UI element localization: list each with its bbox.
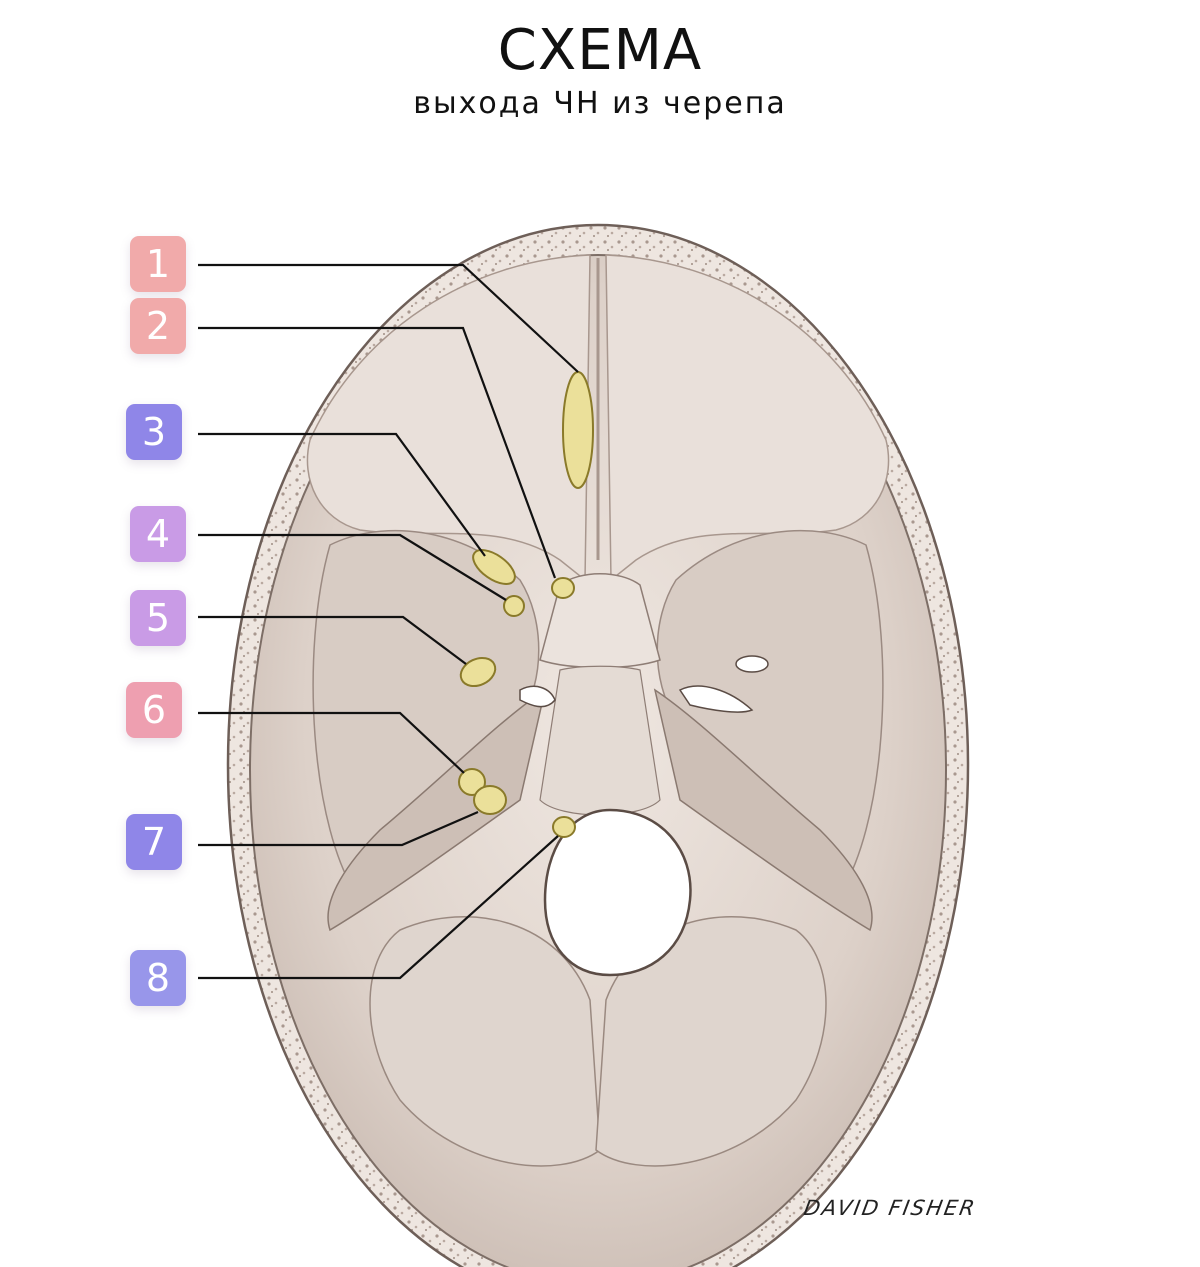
petrous-ridge-right: [653, 688, 873, 932]
label-number: 1: [145, 242, 171, 286]
leader-line-3: [198, 432, 486, 557]
label-number: 7: [141, 820, 167, 864]
label-tile-5[interactable]: 5: [130, 590, 186, 646]
leader-line-7: [198, 810, 479, 847]
label-tile-2[interactable]: 2: [130, 298, 186, 354]
opening-2-optic: [551, 577, 575, 599]
label-number: 6: [141, 688, 167, 732]
opening-6-internal-acoustic: [458, 768, 486, 796]
label-tile-1[interactable]: 1: [130, 236, 186, 292]
leader-line-8: [198, 835, 559, 980]
anterior-fossa-left: [306, 254, 591, 582]
label-tile-7[interactable]: 7: [126, 814, 188, 876]
leader-line-4: [198, 533, 507, 601]
posterior-fossa-left: [369, 916, 601, 1167]
right-foramen-lacerum: [678, 685, 754, 713]
opening-1-cribriform: [562, 371, 594, 489]
label-tile-6[interactable]: 6: [126, 682, 188, 744]
label-number: 8: [145, 956, 171, 1000]
foramen-magnum: [543, 808, 692, 977]
label-number: 4: [145, 512, 171, 556]
label-tile-4[interactable]: 4: [130, 506, 186, 562]
page-title: СХЕМА: [497, 18, 703, 83]
label-number: 3: [141, 410, 167, 454]
leader-line-6: [198, 711, 465, 774]
anterior-fossa-right: [605, 254, 890, 582]
right-foramen-ovale: [735, 655, 769, 673]
sella-turcica: [539, 573, 661, 669]
left-foramen-lacerum: [519, 685, 556, 708]
artist-signature: DAVID FISHER: [801, 1196, 979, 1220]
opening-3-sup-orbital-fissure: [472, 549, 516, 585]
label-number: 2: [145, 304, 171, 348]
petrous-ridge-left: [327, 688, 547, 932]
opening-8-hypoglossal: [552, 816, 576, 838]
leader-line-2: [198, 326, 557, 579]
leader-line-1: [198, 263, 579, 373]
opening-7-jugular: [473, 785, 507, 815]
page-subtitle: выхода ЧН из черепа: [413, 86, 787, 121]
label-number: 5: [145, 596, 171, 640]
leader-lines: [198, 263, 579, 980]
opening-5-ovale: [459, 656, 497, 688]
label-tile-3[interactable]: 3: [126, 404, 188, 466]
leader-line-5: [198, 615, 467, 665]
opening-4-small: [503, 595, 525, 617]
label-tile-8[interactable]: 8: [130, 950, 186, 1006]
clivus: [539, 665, 661, 816]
nerve-openings: [458, 371, 594, 838]
